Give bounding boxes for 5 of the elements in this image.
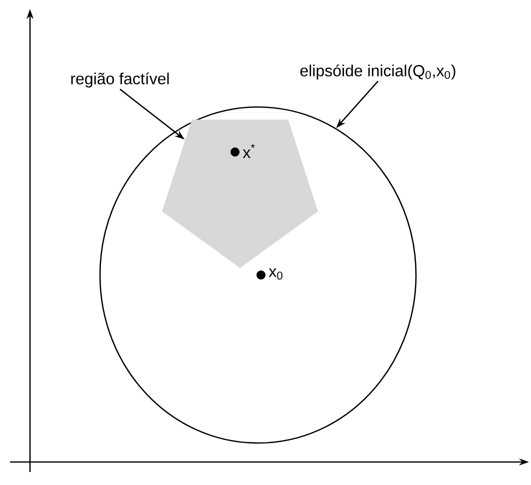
feasible-region-polygon: [162, 120, 318, 268]
region-label: região factível: [71, 72, 169, 88]
ellipse-outline: [99, 106, 417, 444]
region-label: elipsóide inicial(Q$_{0}$,x$_{0}$): [300, 64, 456, 80]
point-label: x$^{*}$: [242, 144, 255, 158]
